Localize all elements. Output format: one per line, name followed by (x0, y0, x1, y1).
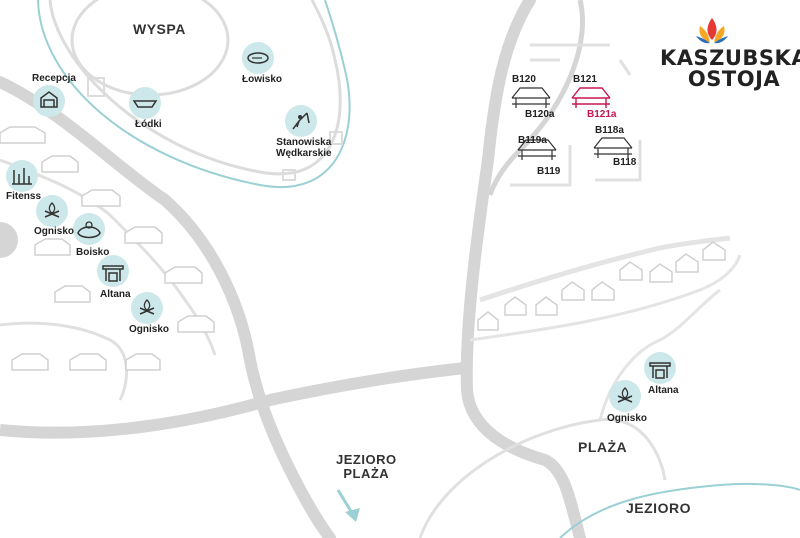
angler-icon[interactable] (285, 105, 317, 137)
cabins-left (0, 126, 215, 371)
island-outline (70, 0, 230, 97)
main-road-center (0, 362, 466, 439)
logo-text: KASZUBSKA OSTOJA (660, 48, 800, 90)
unit-label-b121a[interactable]: B121a (587, 109, 617, 120)
arrow-line (336, 489, 354, 514)
campfire-icon[interactable] (609, 380, 641, 412)
lake-beach-direction: JEZIORO PLAŻA (336, 453, 397, 480)
poi-label-fitness: Fitenss (6, 191, 42, 202)
east-block-lines-2 (510, 140, 642, 187)
fishing-ground-icon[interactable] (242, 42, 274, 74)
roundabout (0, 222, 18, 258)
unit-label-b120[interactable]: B120 (512, 74, 536, 85)
main-road-west (0, 76, 336, 538)
lake-beach-direction-line1: JEZIORO (336, 452, 397, 467)
cabin-path-east (479, 235, 731, 303)
pier-3 (282, 169, 296, 181)
fitness-icon[interactable] (6, 160, 38, 192)
poi-label-gazebo-2: Altana (648, 385, 679, 396)
pier-1 (87, 77, 105, 97)
main-road-east (460, 0, 586, 538)
unit-label-b118a[interactable]: B118a (595, 125, 624, 136)
poi-label-pitch: Boisko (76, 247, 110, 258)
reception-icon[interactable] (33, 85, 65, 117)
gazebo-icon[interactable] (97, 255, 129, 287)
area-label-beach: PLAŻA (578, 439, 628, 455)
left-lower-path (0, 321, 129, 401)
poi-label-campfire-2: Ognisko (129, 324, 170, 335)
area-label-island: WYSPA (133, 21, 186, 37)
poi-label-fishing-ground: Łowisko (242, 74, 283, 85)
gazebo-icon[interactable] (644, 352, 676, 384)
pier-2 (329, 131, 343, 145)
logo-line-1: KASZUBSKA (660, 46, 800, 70)
unit-label-b120a[interactable]: B120a (525, 109, 555, 120)
poi-label-angler-spots-line2: Wędkarskie (276, 147, 332, 159)
poi-label-campfire-3: Ognisko (607, 413, 648, 424)
east-block-lines (530, 43, 632, 76)
unit-label-b118[interactable]: B118 (613, 157, 637, 168)
lake-shore (559, 482, 800, 538)
branch-road-north (487, 0, 585, 196)
unit-label-b121[interactable]: B121 (573, 74, 597, 85)
numbered-houses (511, 87, 633, 160)
poi-label-angler-spots-line1: Stanowiska (276, 137, 332, 148)
unit-label-b119a[interactable]: B119a (518, 135, 547, 146)
logo-flower-icon (696, 18, 728, 44)
cabin-path-east-2 (469, 254, 742, 342)
poi-label-reception: Recepcja (32, 73, 76, 84)
poi-label-angler-spots: Stanowiska Wędkarskie (276, 137, 332, 159)
pitch-icon[interactable] (73, 213, 105, 245)
unit-label-b119[interactable]: B119 (537, 166, 561, 177)
poi-label-boats: Łódki (135, 119, 162, 130)
campfire-icon[interactable] (36, 195, 68, 227)
beach-path (418, 418, 667, 538)
highlighted-house-b121 (571, 87, 611, 108)
area-label-lake: JEZIORO (626, 500, 691, 516)
lake-beach-direction-line2: PLAŻA (343, 465, 390, 481)
poi-label-campfire-1: Ognisko (34, 226, 75, 237)
campfire-icon[interactable] (131, 292, 163, 324)
poi-label-gazebo-1: Altana (100, 289, 131, 300)
cabins-east (477, 241, 726, 331)
logo-line-2: OSTOJA (687, 67, 781, 91)
boat-icon[interactable] (129, 87, 161, 119)
island-shoreline (37, 0, 351, 188)
arrow-head (345, 508, 360, 522)
